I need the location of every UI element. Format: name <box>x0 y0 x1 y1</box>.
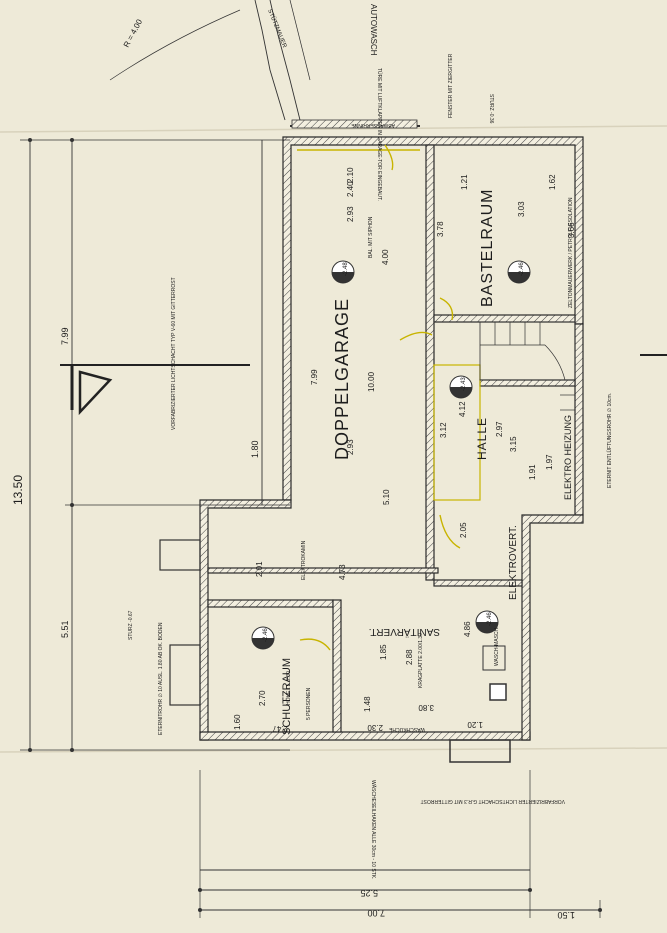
svg-text:-2.48: -2.48 <box>343 262 349 276</box>
fold-line <box>0 747 667 753</box>
note-abwasser: ABWASSERRINNE <box>351 122 395 128</box>
note-kragplatte: KRAGPLATTE 2.00/1.30 <box>418 633 424 688</box>
door-swing <box>299 638 331 651</box>
dim-left-551: 5.51 <box>60 620 70 638</box>
note-eternit: ETERNITROHR ∅ 10 AUSL. 1.80 AB OK. BODEN <box>158 622 164 735</box>
bottom-dimension-chain <box>198 770 602 918</box>
dim-garage-w2: 4.00 <box>381 249 390 265</box>
room-label-schutzraum: SCHUTZRAUM <box>281 658 293 735</box>
dim-205: 2.05 <box>459 522 468 538</box>
svg-text:-2.46: -2.46 <box>263 628 269 642</box>
door-swing <box>439 514 461 549</box>
dim-garage-h2: 2.10 <box>346 167 355 183</box>
dim-garage-len: 7.99 <box>310 369 319 385</box>
room-label-waschkueche: WASCHKÜCHE <box>388 726 425 733</box>
light-well <box>449 739 511 763</box>
dim-bastel-a: 3.78 <box>436 221 445 237</box>
room-label-autowasch: AUTOWASCH <box>369 4 378 56</box>
dim-garage-c: 4.73 <box>338 564 347 580</box>
door-swing <box>399 331 433 341</box>
dim-bottom-525: 5.25 <box>360 888 378 898</box>
dim-270: 2.70 <box>258 690 267 706</box>
halle-outline <box>433 364 481 501</box>
dim-right-150: 1.50 <box>557 910 575 920</box>
retaining-wall <box>109 0 420 129</box>
dim-380: 3.80 <box>418 703 434 712</box>
dim-bastel-e: 1.21 <box>460 174 469 190</box>
dim-garage-h: 2.40 <box>346 181 355 197</box>
staircase <box>479 321 576 411</box>
door-swing <box>384 144 394 171</box>
fold-line <box>0 125 667 133</box>
dim-bastel-c: 3.66 <box>567 222 576 238</box>
dim-total-height: 13.50 <box>11 475 25 505</box>
dim-160: 1.60 <box>233 714 242 730</box>
note-kamin: ELEKTROKAMIN <box>301 540 307 580</box>
dim-garage-d: 2.93 <box>346 439 355 455</box>
dim-bastel-d: 1.62 <box>548 174 557 190</box>
note-fenster: FENSTER MIT ZIERGITTER <box>448 53 454 118</box>
svg-text:-2.46: -2.46 <box>519 262 525 276</box>
svg-text:-2.46: -2.46 <box>487 612 493 626</box>
note-stuetzmauer: STÜTZMAUER <box>266 8 288 49</box>
dim-148: 1.48 <box>363 696 372 712</box>
dim-185: 1.85 <box>379 644 388 660</box>
dim-315: 3.15 <box>509 436 518 452</box>
dim-garage-w: 2.93 <box>346 206 355 222</box>
level-marker-schutz: -2.46 <box>251 626 275 650</box>
room-label-elektrovert: ELEKTROVERT. <box>508 525 519 600</box>
note-bal: BAL. MIT SIPHON <box>368 216 374 258</box>
washer-label: WASCH-MASCH. <box>494 626 500 666</box>
note-zelton: ZELTONMAUERWERK / PETROLFLESOLATION <box>568 197 574 308</box>
dim-garage-b: 5.10 <box>382 489 391 505</box>
note-schutz-info2: 5 PERSONEN <box>306 687 312 720</box>
dim-288: 2.88 <box>405 649 414 665</box>
note-lichtschacht2: VORFABRIZIERTER LICHTSCHACHT G.R.3 MIT G… <box>421 798 565 804</box>
dim-191: 1.91 <box>528 464 537 480</box>
dim-486: 4.86 <box>463 621 472 637</box>
dim-201: 2.01 <box>255 561 264 577</box>
exterior-walls <box>199 136 584 741</box>
dim-197: 1.97 <box>545 454 554 470</box>
dim-left-180: 1.80 <box>250 440 260 458</box>
washing-machine <box>482 645 506 671</box>
light-well-left <box>159 539 201 571</box>
level-marker-garage: -2.48 <box>331 260 355 284</box>
dim-412: 4.12 <box>458 401 467 417</box>
note-waesche: WÄSCHESEILHAKEN ALLE 30cm - 10 STK. <box>370 780 377 879</box>
room-label-bastelraum: BASTELRAUM <box>479 189 496 307</box>
section-marker-a <box>60 354 667 416</box>
level-marker-halle: -2.43 <box>449 375 473 399</box>
dim-120: 1.20 <box>467 720 483 729</box>
note-tuere: TÜRE MIT LUFTKLAPPEN IN GARAGE-TOR EINGE… <box>376 68 383 201</box>
dim-left-799: 7.99 <box>60 327 70 345</box>
dim-312: 3.12 <box>439 422 448 438</box>
door-swing <box>439 297 454 321</box>
note-sturz1: STURZ -0.36 <box>488 94 494 124</box>
note-luftung: ETERNIT ENTLÜFTUNGSROHR ∅ 10cm. <box>606 393 613 488</box>
left-dimension-chain <box>20 138 290 752</box>
dim-garage-len2: 10.00 <box>367 371 376 392</box>
dim-bottom-700: 7.00 <box>367 908 385 918</box>
dim-bastel-b: 3.03 <box>517 201 526 217</box>
note-schutz-info: HÖHE I.L. 2.30 <box>285 671 292 705</box>
room-label-halle: HALLE <box>475 417 489 460</box>
light-well-left-2 <box>169 644 201 706</box>
dim-247: 2.47 <box>272 724 288 733</box>
room-label-doppelgarage: DOPPELGARAGE <box>332 298 352 460</box>
room-label-elektro-heizung: ELEKTRO HEIZUNG <box>563 415 573 500</box>
room-label-sanitaervert: SANITÄRVERT. <box>369 626 440 638</box>
boiler <box>489 683 507 701</box>
level-marker-sanitaer: -2.46 <box>475 610 499 634</box>
note-vorfab1: VORFABRIZIERTER LICHTSCHACHT TYP V-60 MI… <box>171 277 177 430</box>
svg-text:-2.43: -2.43 <box>461 377 467 391</box>
dim-230: 2.30 <box>367 723 383 732</box>
note-radius: R = 4.00 <box>122 17 145 49</box>
level-marker-bastel: -2.46 <box>507 260 531 284</box>
dim-297: 2.97 <box>495 421 504 437</box>
note-sturz2: STURZ -0.67 <box>128 610 134 640</box>
